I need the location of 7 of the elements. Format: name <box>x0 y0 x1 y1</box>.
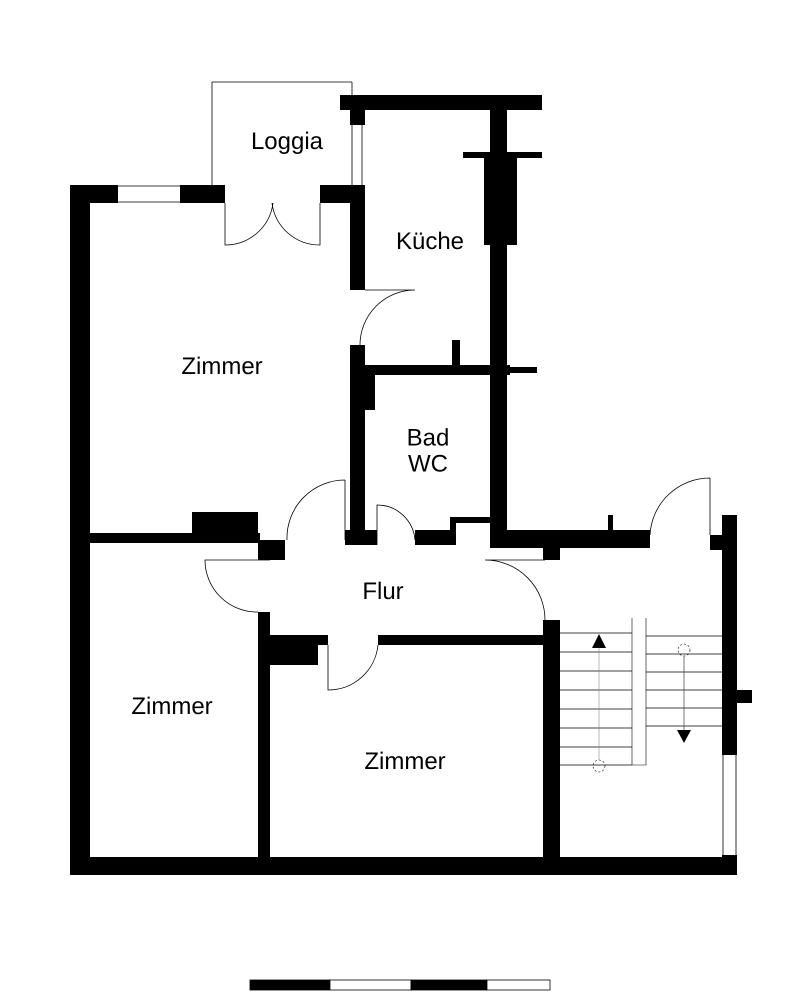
room-label: Bad WC <box>396 426 460 478</box>
room-label: Küche <box>396 228 464 256</box>
room-label: Zimmer <box>364 748 446 776</box>
room-label: Zimmer <box>131 694 213 720</box>
room-label: Flur <box>362 578 404 606</box>
room-label: Zimmer <box>181 354 263 380</box>
room-label: Loggia <box>250 128 324 156</box>
